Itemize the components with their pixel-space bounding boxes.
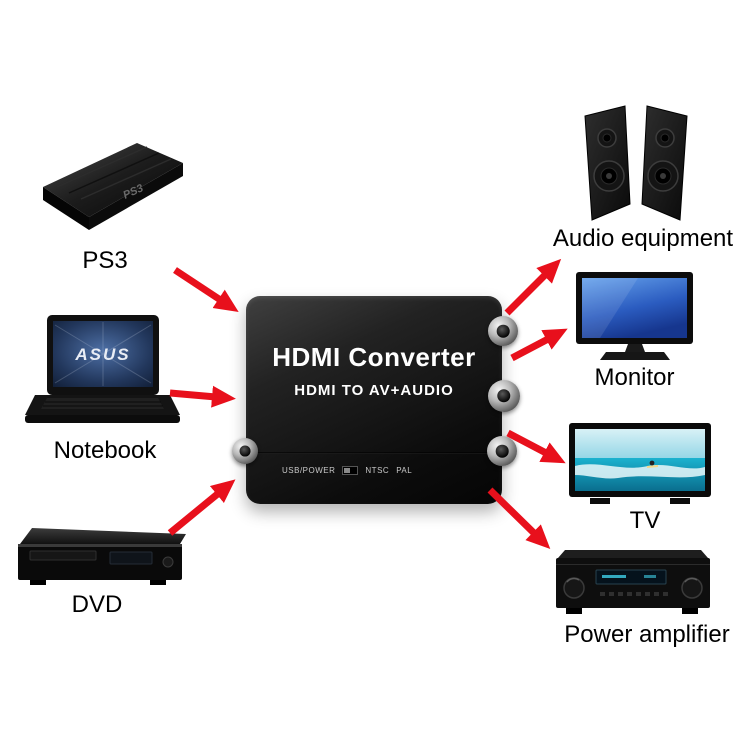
- hdmi-converter-box: HDMI Converter HDMI TO AV+AUDIO USB/POWE…: [232, 296, 520, 504]
- usb-power-label: USB/POWER: [282, 466, 336, 475]
- ps3-top-face: [43, 143, 183, 217]
- converter-title: HDMI Converter: [272, 342, 476, 372]
- rca-jack-bottom: [487, 436, 517, 466]
- amp-top-face: [558, 550, 708, 558]
- amplifier-icon: [556, 550, 710, 614]
- label-monitor: Monitor: [594, 364, 675, 391]
- laptop-screen-rays: [54, 322, 152, 386]
- laptop-brand-text: ASUS: [74, 345, 130, 364]
- dvd-top-face: [20, 528, 186, 544]
- ps3-front-face: [89, 163, 183, 230]
- monitor-screen: [582, 278, 687, 338]
- notebook-icon: ASUS: [25, 315, 180, 423]
- tv-screen-surfer: [649, 460, 655, 466]
- laptop-front-edge: [25, 415, 180, 423]
- tv-foot-left: [590, 498, 610, 504]
- dvd-display: [109, 551, 153, 565]
- tv-screen-sky: [575, 429, 705, 459]
- label-power-amplifier: Power amplifier: [564, 621, 730, 648]
- laptop-screen: [53, 321, 153, 387]
- dvd-power-button: [162, 556, 174, 568]
- label-audio-equipment: Audio equipment: [552, 225, 734, 252]
- label-tv: TV: [629, 507, 661, 534]
- label-notebook: Notebook: [53, 437, 157, 464]
- converter-subtitle: HDMI TO AV+AUDIO: [294, 382, 454, 399]
- speakers-icon: [584, 105, 688, 221]
- dvd-disc-tray: [29, 550, 97, 561]
- amp-display: [595, 569, 667, 585]
- tv-icon: [569, 423, 711, 504]
- dvd-player-icon: [18, 528, 186, 585]
- tv-foot-right: [670, 498, 690, 504]
- amp-button-row: [600, 592, 668, 596]
- tv-screen-wave: [575, 464, 705, 479]
- ps3-console-icon: PS3: [43, 143, 183, 230]
- dvd-front-face: [18, 544, 182, 580]
- arrow-converter-to-monitor: [510, 328, 568, 362]
- laptop-keyboard: [41, 398, 164, 409]
- label-ps3: PS3: [82, 247, 128, 274]
- monitor-neck: [625, 344, 645, 352]
- converter-port-labels: USB/POWER NTSC PAL: [282, 466, 412, 475]
- rca-jack-middle: [488, 380, 520, 412]
- ntsc-pal-switch: [342, 466, 359, 475]
- ntsc-label: NTSC: [365, 466, 390, 475]
- label-dvd: DVD: [71, 591, 123, 618]
- pal-label: PAL: [396, 466, 413, 475]
- rca-jack-top: [488, 316, 518, 346]
- rca-jack-left-side: [232, 438, 258, 464]
- monitor-icon: [576, 272, 693, 360]
- ps3-left-face: [43, 187, 89, 230]
- arrow-ps3-to-converter: [173, 267, 239, 313]
- arrow-converter-to-audio: [504, 258, 562, 316]
- monitor-base: [600, 352, 670, 360]
- converter-edge-seam: [249, 452, 499, 454]
